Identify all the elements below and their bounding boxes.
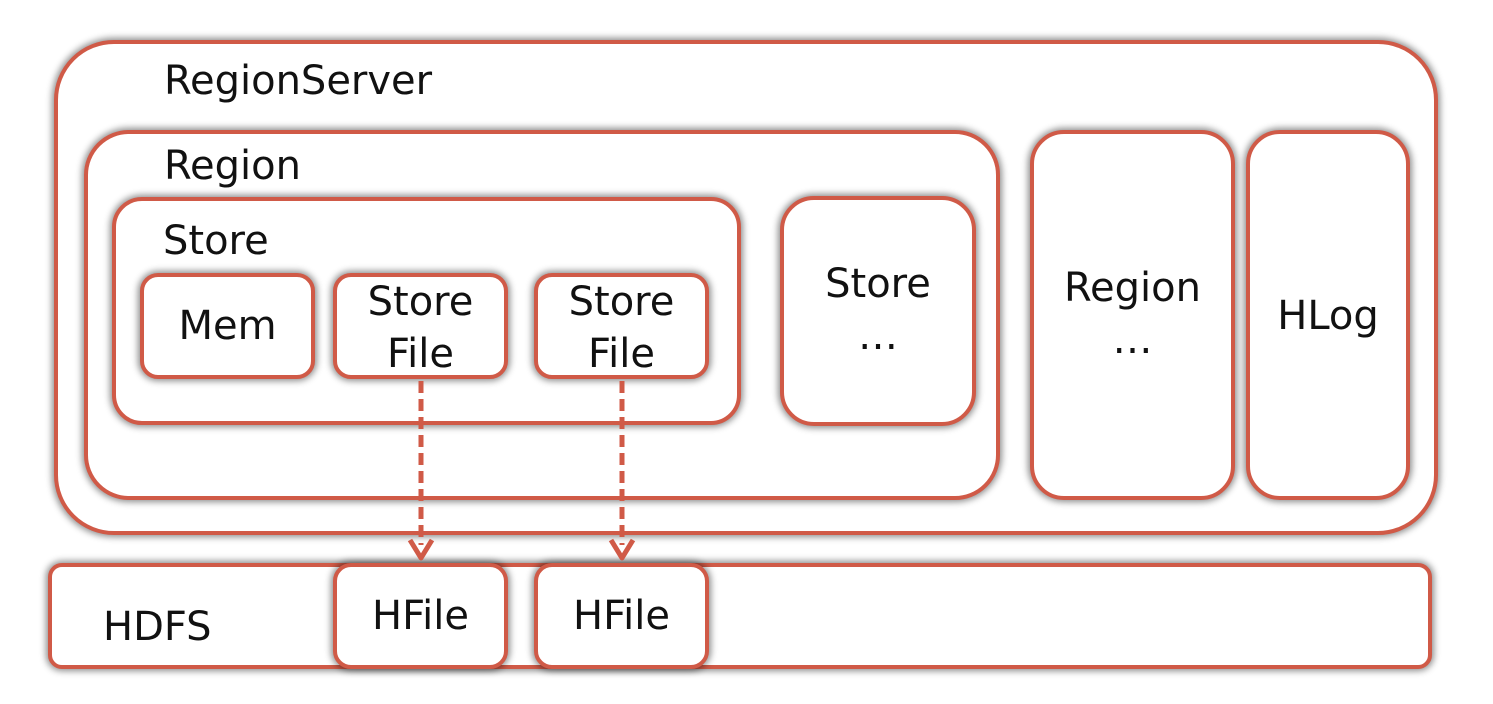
storefile-label-1: Store File (367, 279, 474, 377)
memstore-label: Mem (178, 303, 277, 349)
hdfs-label: HDFS (103, 604, 212, 650)
hfile-box-2: HFile (534, 563, 709, 669)
region-more-label: Region … (1064, 265, 1201, 363)
storefile-label-2: Store File (568, 279, 675, 377)
region-label: Region (164, 143, 301, 189)
store-more-label: Store … (825, 261, 931, 359)
hlog-box: HLog (1246, 130, 1410, 500)
storefile-box-1: Store File (333, 273, 508, 379)
storefile-box-2: Store File (534, 273, 709, 379)
hlog-label: HLog (1277, 293, 1379, 339)
memstore-box: Mem (140, 273, 315, 379)
hdfs-box: HDFS (48, 563, 1432, 669)
store-more-box: Store … (780, 196, 976, 426)
store-label: Store (163, 218, 269, 264)
region-more-box: Region … (1030, 130, 1235, 500)
hfile-box-1: HFile (333, 563, 508, 669)
hfile-label-1: HFile (371, 593, 469, 639)
regionserver-label: RegionServer (164, 58, 433, 104)
hfile-label-2: HFile (572, 593, 670, 639)
